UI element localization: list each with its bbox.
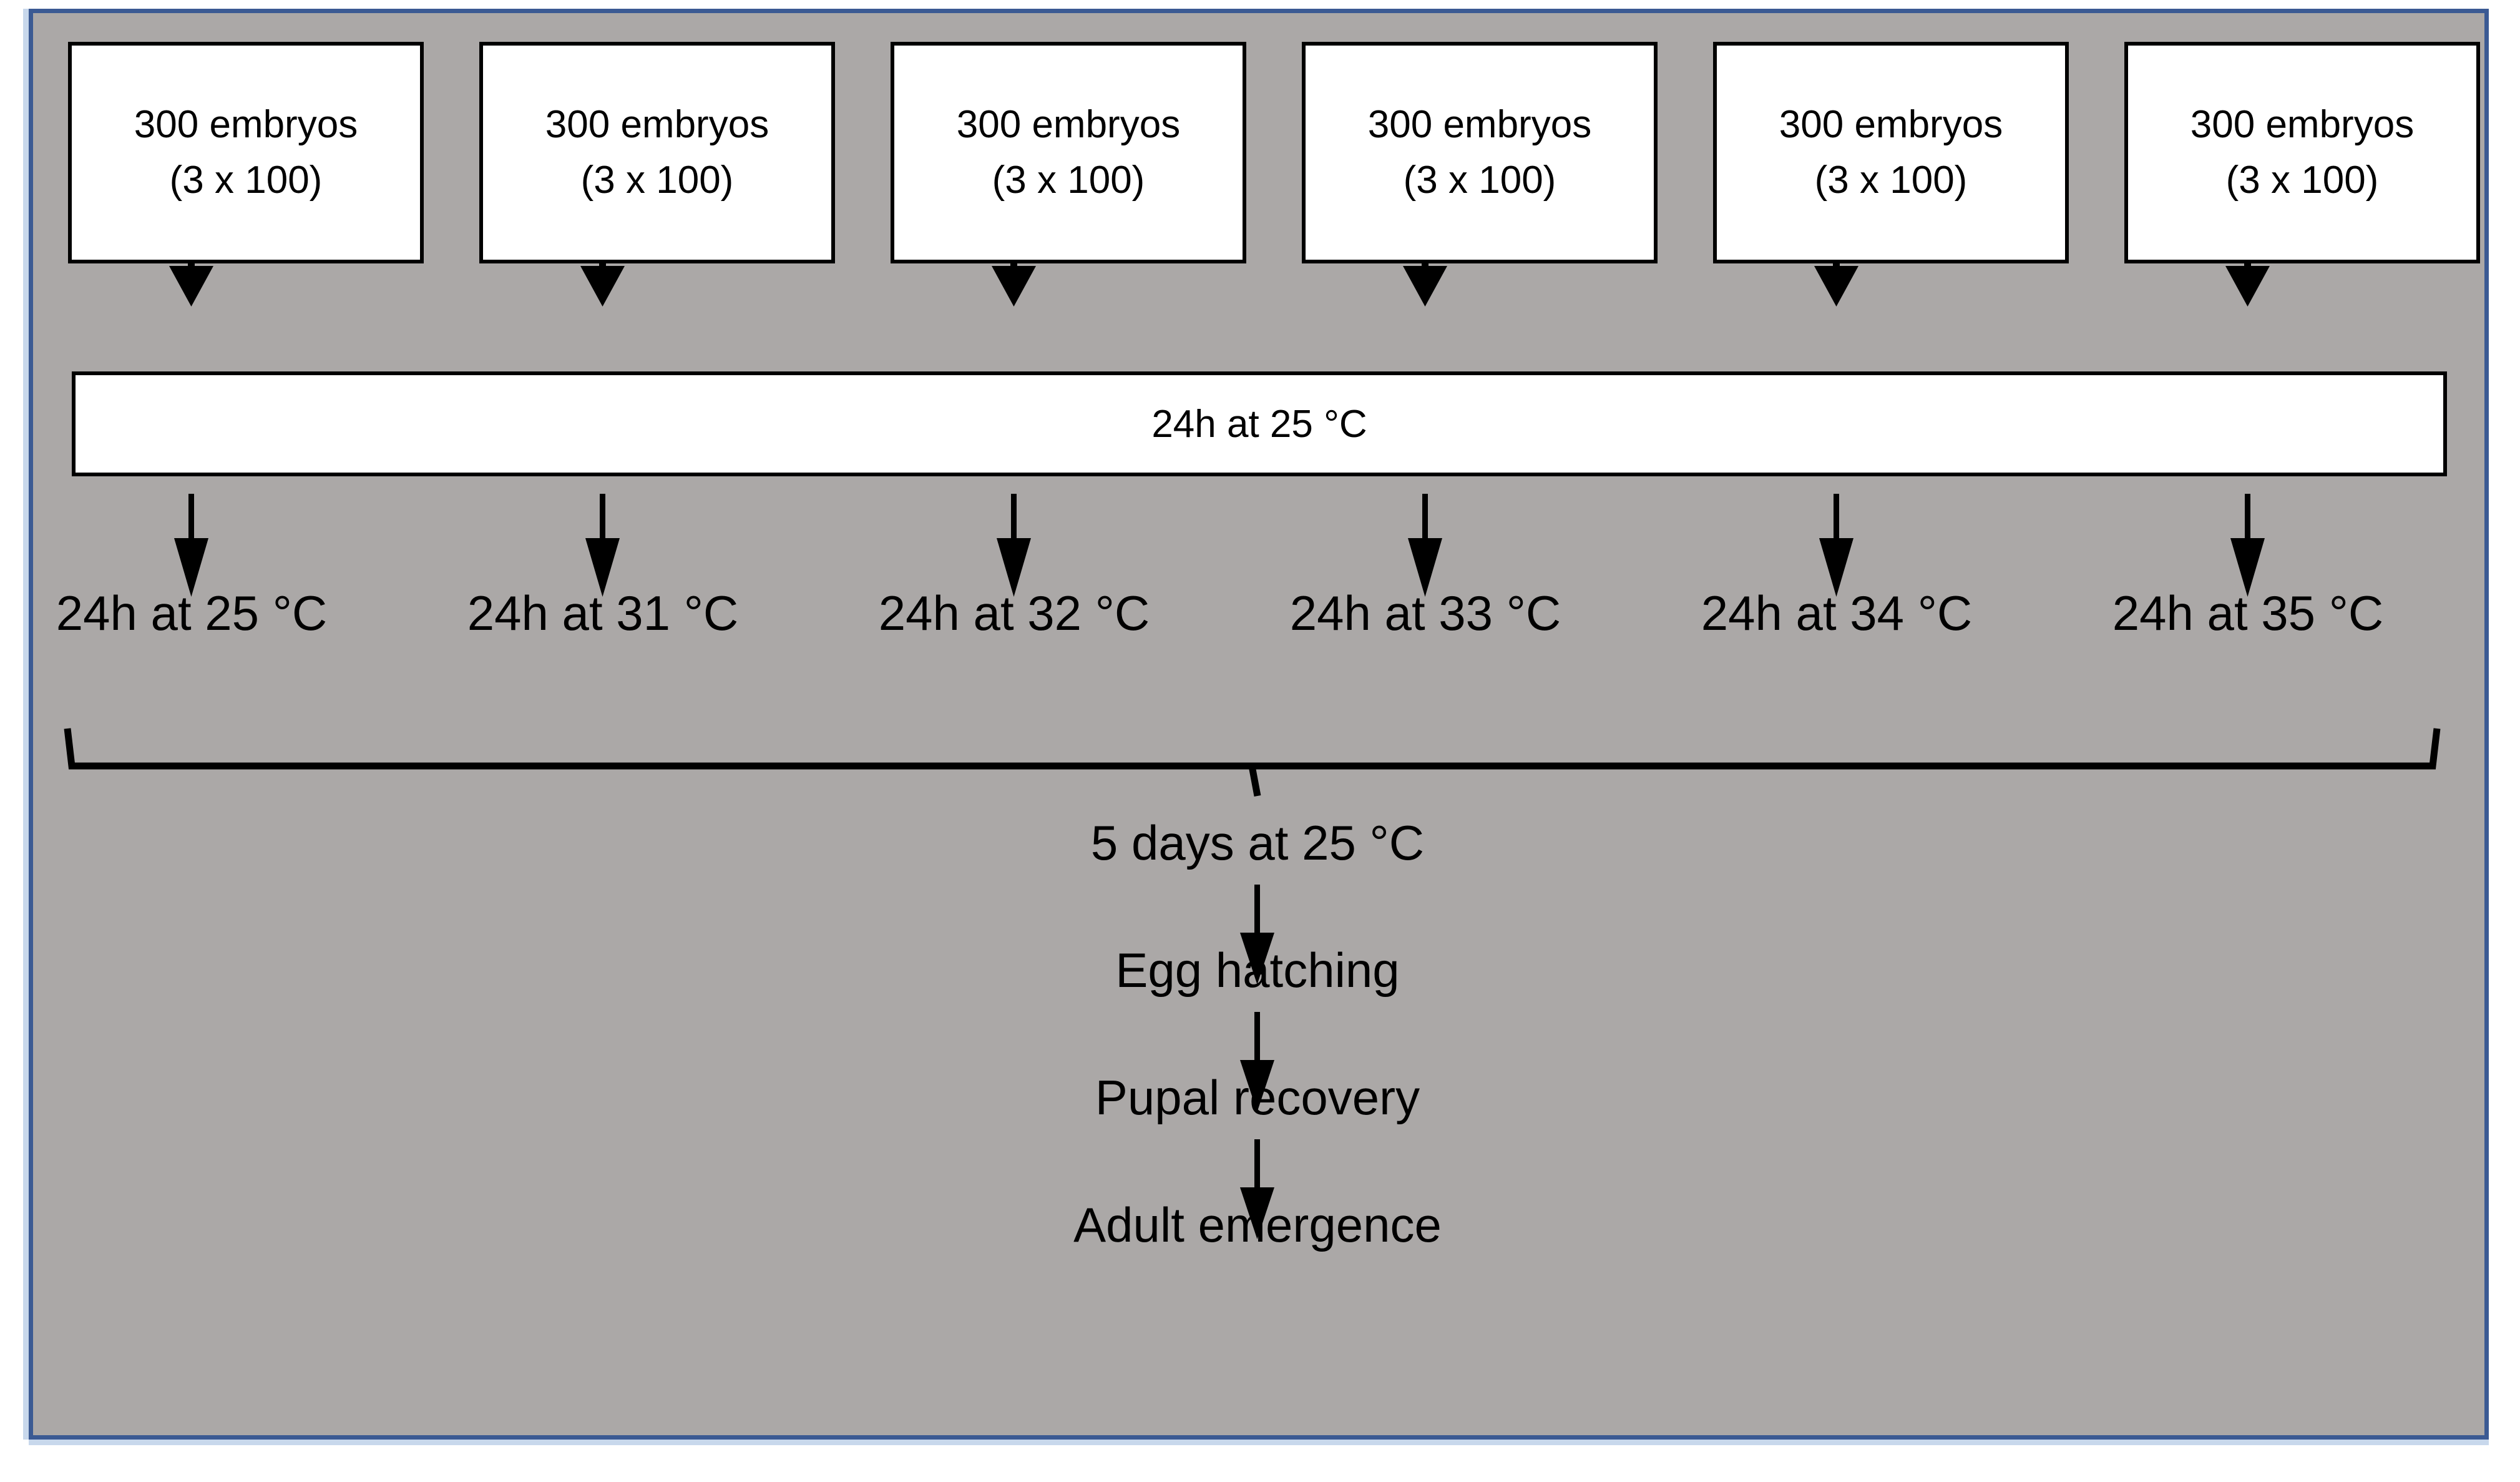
embryo-box[interactable]: 300 embryos (3 x 100): [891, 42, 1246, 263]
embryo-box-replicates: (3 x 100): [1814, 158, 1968, 202]
embryo-box-replicates: (3 x 100): [992, 158, 1145, 202]
chain-step-recovery-period: 5 days at 25 °C: [1090, 815, 1425, 870]
temperature-label: 24h at 35 °C: [2112, 586, 2384, 640]
chain-step-adult-emergence: Adult emergence: [1073, 1197, 1442, 1252]
temperature-label: 24h at 32 °C: [878, 586, 1150, 640]
embryo-box-replicates: (3 x 100): [1403, 158, 1556, 202]
diagram-frame: 300 embryos (3 x 100) 300 embryos (3 x 1…: [29, 9, 2489, 1440]
embryo-box[interactable]: 300 embryos (3 x 100): [1302, 42, 1658, 263]
chain-step-egg-hatching: Egg hatching: [1115, 943, 1400, 998]
embryo-box[interactable]: 300 embryos (3 x 100): [68, 42, 424, 263]
chain-step-pupal-recovery: Pupal recovery: [1095, 1070, 1420, 1125]
embryo-box-replicates: (3 x 100): [580, 158, 734, 202]
embryo-box-replicates: (3 x 100): [2225, 158, 2379, 202]
embryo-box-count: 300 embryos: [134, 103, 358, 147]
embryo-box-replicates: (3 x 100): [169, 158, 323, 202]
temperature-label: 24h at 31 °C: [467, 586, 739, 640]
embryo-box[interactable]: 300 embryos (3 x 100): [2124, 42, 2480, 263]
embryo-box[interactable]: 300 embryos (3 x 100): [479, 42, 835, 263]
embryo-box-count: 300 embryos: [2190, 103, 2415, 147]
embryo-box-count: 300 embryos: [545, 103, 769, 147]
embryo-box-count: 300 embryos: [1367, 103, 1592, 147]
embryo-box-count: 300 embryos: [1779, 103, 2003, 147]
content-layer: 300 embryos (3 x 100) 300 embryos (3 x 1…: [33, 13, 2484, 1435]
temperature-label: 24h at 25 °C: [56, 586, 328, 640]
temperature-label: 24h at 33 °C: [1289, 586, 1561, 640]
incubation-bar-label: 24h at 25 °C: [1151, 402, 1367, 446]
temperature-label: 24h at 34 °C: [1701, 586, 1973, 640]
embryo-box-count: 300 embryos: [956, 103, 1181, 147]
embryo-box[interactable]: 300 embryos (3 x 100): [1713, 42, 2069, 263]
incubation-bar[interactable]: 24h at 25 °C: [72, 371, 2447, 476]
